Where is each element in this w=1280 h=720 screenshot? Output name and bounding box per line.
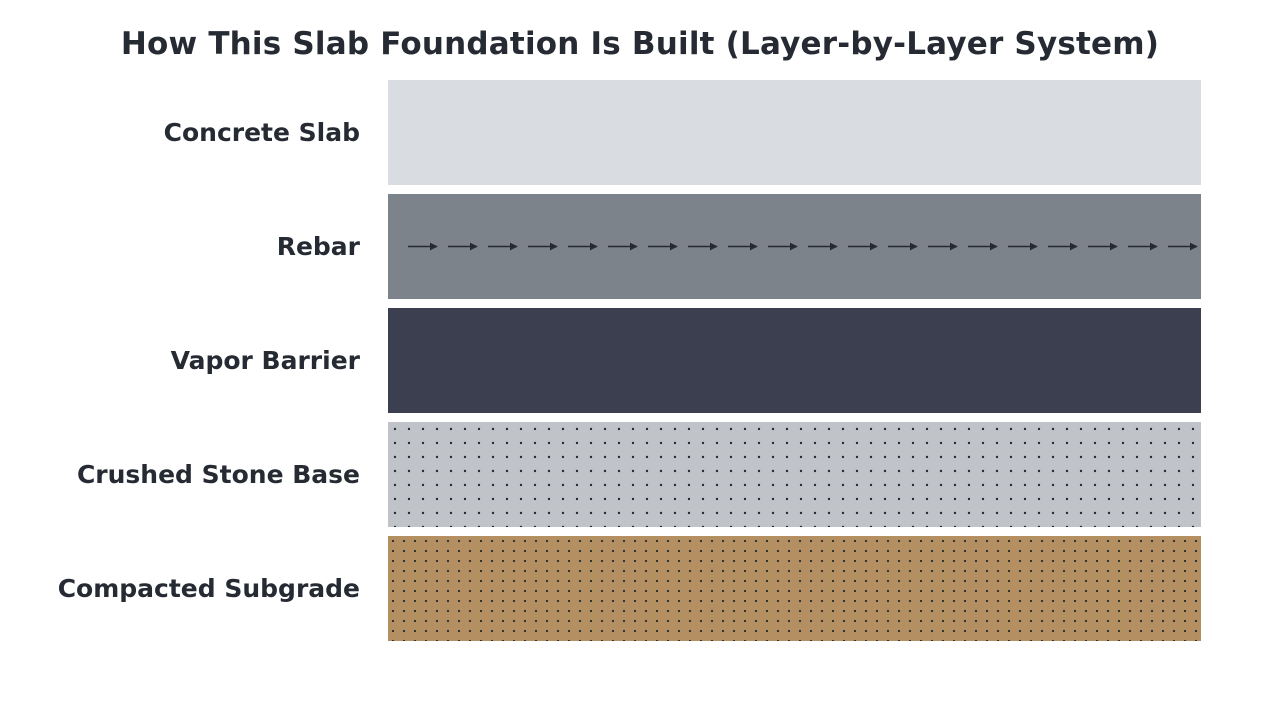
layer-concrete-slab: Concrete Slab bbox=[164, 80, 1201, 185]
layer-crushed-stone-base: Crushed Stone Base bbox=[77, 422, 1201, 527]
layer-texture-crushed-stone-base bbox=[388, 422, 1201, 527]
layer-vapor-barrier: Vapor Barrier bbox=[171, 308, 1201, 413]
layer-rebar: Rebar bbox=[277, 194, 1201, 299]
diagram-title: How This Slab Foundation Is Built (Layer… bbox=[120, 26, 1160, 62]
layer-texture-compacted-subgrade bbox=[388, 536, 1201, 641]
layer-label-rebar: Rebar bbox=[277, 232, 361, 261]
layer-bar-vapor-barrier bbox=[388, 308, 1201, 413]
layer-label-vapor-barrier: Vapor Barrier bbox=[171, 346, 361, 375]
layer-label-compacted-subgrade: Compacted Subgrade bbox=[58, 574, 360, 603]
layer-label-crushed-stone-base: Crushed Stone Base bbox=[77, 460, 360, 489]
layer-compacted-subgrade: Compacted Subgrade bbox=[58, 536, 1201, 641]
layer-bar-concrete-slab bbox=[388, 80, 1201, 185]
layer-label-concrete-slab: Concrete Slab bbox=[164, 118, 360, 147]
